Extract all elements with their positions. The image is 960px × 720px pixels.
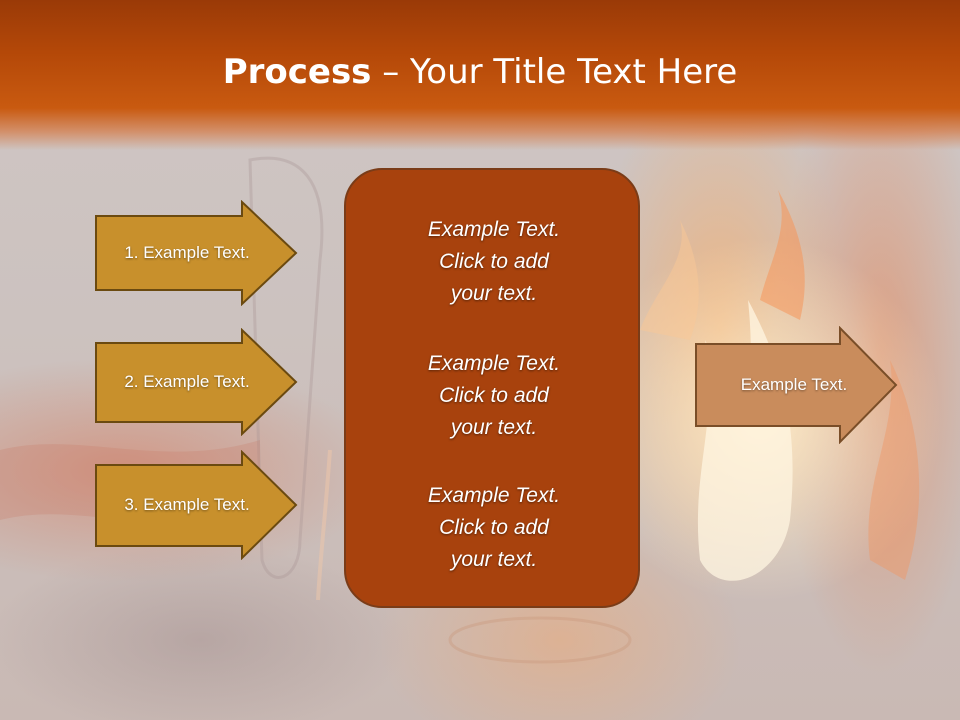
title-bar (0, 0, 960, 150)
result-arrow[interactable]: Example Text. (694, 326, 900, 444)
process-arrow-1-label: 1. Example Text. (124, 243, 250, 262)
center-text-line: Click to add (439, 516, 549, 539)
arrow-shape-icon (95, 450, 298, 560)
arrow-shape-icon (695, 326, 898, 444)
center-text-line: Example Text. (427, 218, 561, 241)
title-bold-text: Process (222, 52, 372, 92)
center-text-box[interactable]: Example Text. Click to add your text. Ex… (344, 168, 640, 608)
process-arrow-3[interactable]: 3. Example Text. (94, 450, 300, 560)
process-arrow-1[interactable]: 1. Example Text. (94, 200, 300, 306)
slide-title[interactable]: Process – Your Title Text Here (0, 52, 960, 92)
arrow-shape-icon (95, 200, 298, 306)
center-text-line: Click to add (439, 250, 549, 273)
center-text-block-1: Example Text. Click to add your text. (346, 214, 642, 310)
center-text-line: your text. (450, 416, 538, 439)
center-text-line: your text. (450, 548, 538, 571)
process-arrow-2-label: 2. Example Text. (124, 372, 250, 391)
arrow-shape-icon (95, 328, 298, 436)
center-text-block-2: Example Text. Click to add your text. (346, 348, 642, 444)
center-text-line: Example Text. (427, 352, 561, 375)
title-rest-text: – Your Title Text Here (371, 52, 738, 92)
center-text-block-3: Example Text. Click to add your text. (346, 480, 642, 576)
center-text-line: Click to add (439, 384, 549, 407)
result-arrow-label: Example Text. (740, 375, 848, 394)
center-text-line: Example Text. (427, 484, 561, 507)
process-arrow-3-label: 3. Example Text. (124, 495, 250, 514)
process-arrow-2[interactable]: 2. Example Text. (94, 328, 300, 436)
center-text-line: your text. (450, 282, 538, 305)
